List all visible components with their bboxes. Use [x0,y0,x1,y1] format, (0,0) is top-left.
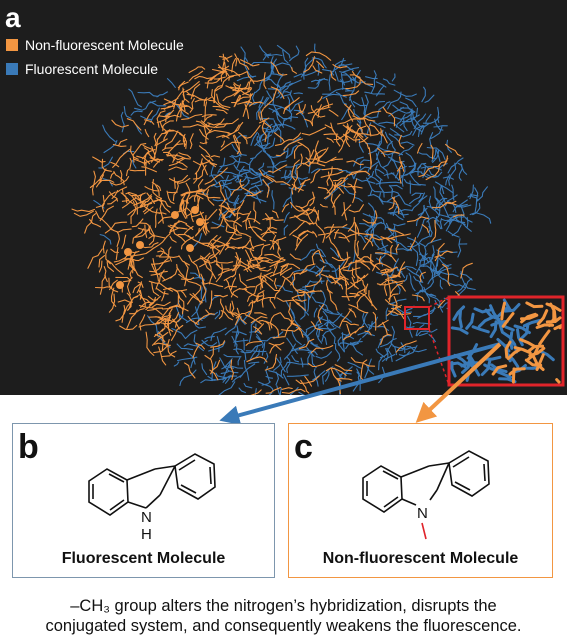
legend-label-nonfluorescent: Non-fluorescent Molecule [25,37,184,53]
cluster-node [191,206,199,214]
inset-branches [491,301,562,384]
methyl-bond [421,522,427,540]
panel-c-nonfluorescent: c N Non-fluorescent Molecule [288,423,553,578]
arrow-to-fluorescent [219,342,501,426]
carbazole-structure: N H [88,453,216,543]
panel-b-caption: Fluorescent Molecule [61,550,226,567]
zoom-source-box [404,306,430,330]
legend-item-fluorescent: Fluorescent Molecule [6,61,158,77]
cluster-node [171,211,179,219]
molecule-network-graph [71,43,565,395]
legend-swatch-fluorescent [6,63,18,75]
zoom-guide-line [428,328,450,386]
cluster-node [124,248,132,256]
hydrogen-label: H [141,526,152,543]
panel-b-label: b [18,428,39,466]
zoom-guide-line [428,296,450,308]
arrow-to-nonfluorescent [415,342,502,423]
inset-branches [450,298,555,384]
panel-b-fluorescent: b N H Fluorescent Molecule [12,423,275,578]
panel-c-label: c [294,428,313,466]
carbazole-bonds [88,453,216,516]
cluster-node [136,241,144,249]
footer-line-1: –CH₃ group alters the nitrogen’s hybridi… [70,597,497,615]
n-methylcarbazole-structure: N [362,450,490,540]
legend-item-nonfluorescent: Non-fluorescent Molecule [6,37,184,53]
panel-c-caption: Non-fluorescent Molecule [322,550,519,567]
connector-arrows [219,342,502,426]
network-panel: a Non-fluorescent Molecule Fluorescent M… [0,0,567,395]
cluster-node [116,281,124,289]
nitrogen-label: N [417,505,428,522]
nitrogen-label: N [141,509,152,526]
legend-label-fluorescent: Fluorescent Molecule [25,61,159,77]
footer-line-2: conjugated system, and consequently weak… [45,617,522,635]
nonfluorescent-branches [71,51,473,395]
legend-swatch-nonfluorescent [6,39,18,51]
cluster-node [186,244,194,252]
network-branches [71,43,492,395]
zoom-inset-border [447,295,565,387]
panel-a-label: a [5,2,21,33]
zoom-inset [447,295,565,387]
n-methylcarbazole-bonds [362,450,490,513]
cluster-node [196,218,204,226]
